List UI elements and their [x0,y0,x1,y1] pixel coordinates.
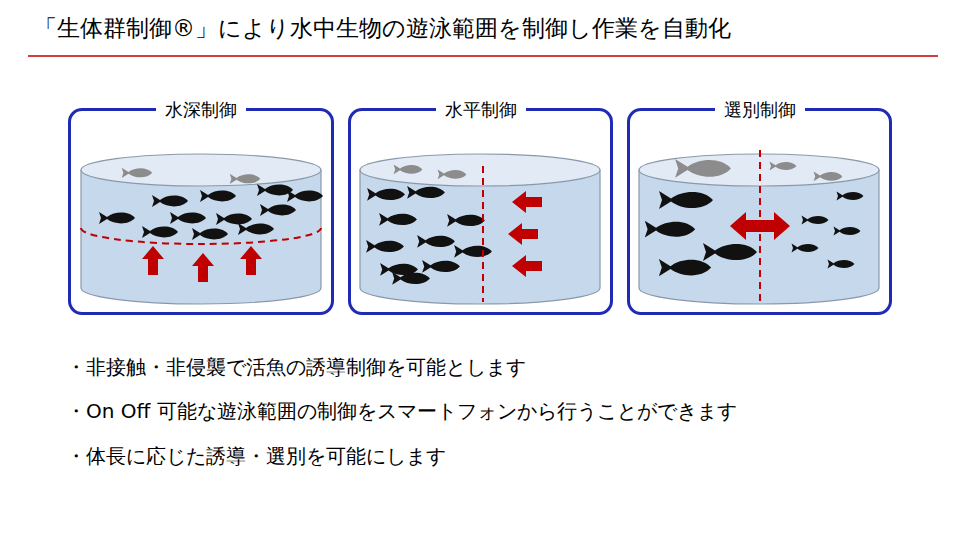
left-arrow [512,255,542,277]
fish [675,159,731,178]
fish [828,260,855,269]
fish [447,214,485,227]
fish [407,186,445,199]
fish [834,227,861,236]
tank-top [639,154,879,186]
fish [99,212,135,224]
panel-heading: 水平制御 [436,97,526,122]
fish [837,192,864,201]
fish [192,228,228,240]
fish [238,223,274,235]
fish [770,162,797,171]
fish [422,260,460,273]
tank-top [81,154,321,186]
left-arrow [508,223,538,245]
fish [392,272,430,285]
panel-heading: 水深制御 [156,97,246,122]
fish [152,195,188,207]
boundary-line [81,228,321,244]
fish [257,184,293,196]
fish [216,213,252,225]
fish [367,188,405,201]
fish [200,190,236,202]
fish [792,244,819,253]
tank-body [81,170,321,304]
panel: 選別制御 [627,108,892,315]
bullet-text: ・体長に応じた誘導・選別を可能にします [66,443,446,469]
fish [438,170,467,180]
up-arrow [192,253,214,282]
fish [417,235,455,248]
panel: 水深制御 [68,108,334,315]
fish [366,240,404,253]
panel-heading: 選別制御 [715,97,805,122]
fish [659,191,713,209]
double-arrow [730,212,790,240]
fish [659,259,711,276]
fish [142,226,178,238]
fish [703,243,757,261]
title-rule [28,55,938,57]
fish [170,212,206,224]
up-arrow [142,246,164,275]
fish [802,216,829,225]
panel: 水平制御 [348,108,613,315]
left-arrow [512,191,542,213]
fish [122,168,153,178]
fish [287,190,323,202]
fish [260,204,296,216]
bullet-text: ・非接触・非侵襲で活魚の誘導制御を可能とします [66,354,526,380]
up-arrow [240,246,262,275]
fish [645,221,695,238]
boundary-line [482,166,484,302]
fish [379,213,417,226]
tank-body [360,170,600,304]
tank-top [360,154,600,186]
fish [394,165,423,175]
title: 「生体群制御®」により水中生物の遊泳範囲を制御し作業を自動化 [34,14,731,44]
fish [230,174,261,184]
fish [814,172,843,182]
fish [454,245,492,258]
bullet-text: ・On Off 可能な遊泳範囲の制御をスマートフォンから行うことができます [66,398,737,424]
